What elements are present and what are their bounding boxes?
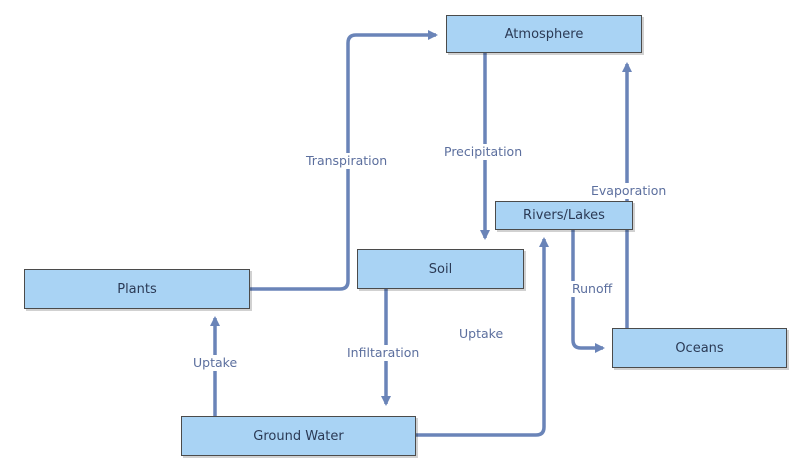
node-atmosphere-label: Atmosphere <box>504 26 584 42</box>
node-soil: Soil <box>357 249 524 289</box>
node-soil-label: Soil <box>428 261 453 277</box>
arrow-groundwater-to-rivers <box>416 237 549 437</box>
arrow-runoff <box>571 230 605 353</box>
node-ground-water-label: Ground Water <box>253 428 344 444</box>
label-infiltration: Infiltaration <box>345 345 422 361</box>
label-evaporation: Evaporation <box>589 183 669 199</box>
node-rivers-lakes: Rivers/Lakes <box>495 201 633 230</box>
label-runoff: Runoff <box>570 281 615 297</box>
node-atmosphere: Atmosphere <box>446 15 642 53</box>
label-transpiration: Transpiration <box>304 153 390 169</box>
label-uptake-soil: Uptake <box>459 326 504 341</box>
node-plants-label: Plants <box>117 281 157 297</box>
node-plants: Plants <box>24 269 250 309</box>
node-oceans-label: Oceans <box>675 340 724 356</box>
node-ground-water: Ground Water <box>181 416 416 456</box>
label-uptake-plants: Uptake <box>191 355 240 371</box>
node-oceans: Oceans <box>612 328 787 368</box>
label-precipitation: Precipitation <box>442 144 525 160</box>
node-rivers-lakes-label: Rivers/Lakes <box>523 208 605 223</box>
